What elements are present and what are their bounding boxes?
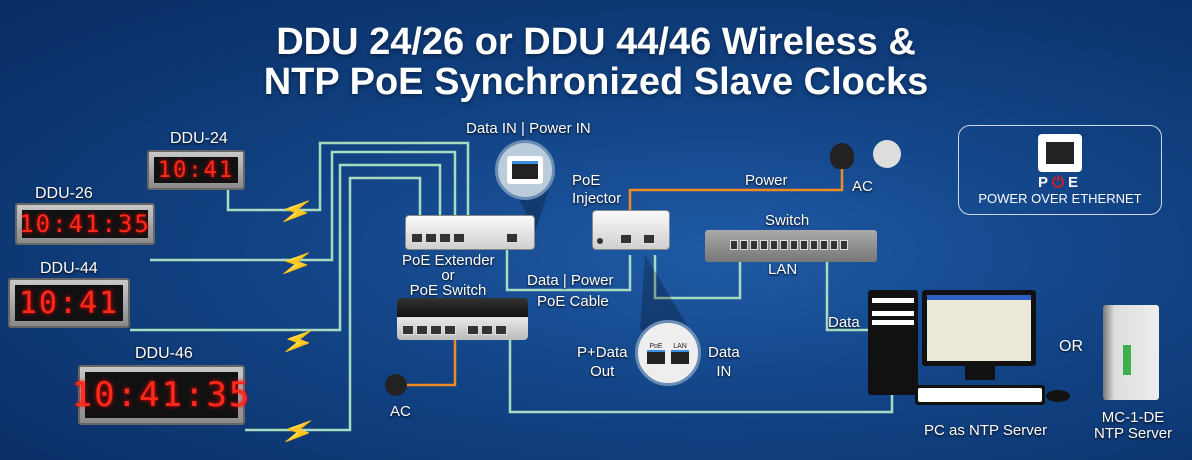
diagram-title: DDU 24/26 or DDU 44/46 Wireless & NTP Po… <box>0 22 1192 102</box>
ntp-software-screenshot <box>927 295 1031 361</box>
port-poe-label: PoE <box>649 342 663 350</box>
lan-cable <box>653 255 742 300</box>
poe-cable <box>505 250 632 292</box>
ac-plug-icon <box>385 374 407 396</box>
poe-p: P <box>1038 174 1053 191</box>
lan-label: LAN <box>768 261 798 278</box>
poe-extender-device <box>405 215 535 250</box>
ddu44-display: 10:41 <box>15 285 123 321</box>
or-text: or <box>441 267 455 284</box>
poe-extender-label: PoE Extender or PoE Switch <box>402 252 495 299</box>
pc-cable <box>508 340 894 414</box>
power-label: Power <box>745 172 788 189</box>
cable-ddu44 <box>130 163 442 332</box>
poe-injector-label: PoE Injector <box>572 172 621 208</box>
port-lan-label: LAN <box>673 342 687 350</box>
ddu24-clock: 10:41 <box>147 150 245 190</box>
data-label: Data <box>828 314 860 331</box>
lan-port-icon <box>671 349 689 364</box>
ddu26-display: 10:41:35 <box>19 210 151 238</box>
data-power-in-label: Data IN | Power IN <box>466 120 591 137</box>
cable-ddu46 <box>245 176 422 432</box>
poe-extender-text: PoE Extender <box>402 252 495 269</box>
mc1de-device-icon <box>1103 305 1159 400</box>
poe-injector-text-2: Injector <box>572 190 622 207</box>
pdata-text: P+Data <box>577 344 628 361</box>
poe-port-icon <box>647 349 665 364</box>
or-label: OR <box>1059 338 1083 355</box>
ac-cable-left <box>400 340 457 387</box>
poe-switch-device <box>397 298 528 340</box>
ac-right-label: AC <box>852 178 873 195</box>
cable-ddu24 <box>226 141 470 215</box>
rj45-port-icon <box>507 156 543 184</box>
data-text: Data <box>708 344 740 361</box>
cable-ddu26 <box>150 150 457 262</box>
rj45-magnifier <box>495 140 555 200</box>
poe-badge-text: POWER OVER ETHERNET <box>978 191 1142 206</box>
out-text: Out <box>590 363 615 380</box>
magnifier-cone-2 <box>640 255 690 330</box>
poe-badge: P⏻E POWER OVER ETHERNET <box>958 125 1162 215</box>
ddu44-label: DDU-44 <box>40 260 98 277</box>
in-text: IN <box>716 363 732 380</box>
poe-injector-text-1: PoE <box>572 172 601 189</box>
network-switch-device <box>705 230 877 262</box>
poe-rj45-icon <box>1038 134 1082 172</box>
mc1de-text: MC-1-DE <box>1101 409 1165 426</box>
ddu26-label: DDU-26 <box>35 185 93 202</box>
ddu46-display: 10:41:35 <box>72 372 249 418</box>
ddu46-clock: 10:41:35 <box>72 365 249 425</box>
pc-tower-icon <box>868 290 918 395</box>
ac-left-label: AC <box>390 403 411 420</box>
ac-plug-icon <box>830 143 854 169</box>
pc-monitor-icon <box>922 290 1036 366</box>
power-cable <box>628 168 844 210</box>
poe-cable-label: PoE Cable <box>537 293 609 310</box>
poe-e: E <box>1067 174 1082 191</box>
data-cable <box>825 262 870 332</box>
ddu24-display: 10:41 <box>154 157 238 183</box>
ddu44-clock: 10:41 <box>8 278 130 328</box>
ddu46-label: DDU-46 <box>135 345 193 362</box>
data-power-label: Data | Power <box>527 272 614 289</box>
ddu24-label: DDU-24 <box>170 130 228 147</box>
ac-socket-icon <box>873 140 901 168</box>
poe-injector-device <box>592 210 670 250</box>
monitor-stand <box>965 366 995 380</box>
poe-switch-text: PoE Switch <box>409 282 487 299</box>
power-icon: ⏻ <box>1052 174 1068 191</box>
keyboard-icon <box>915 385 1045 405</box>
injector-ports-magnifier: PoE LAN <box>635 320 701 386</box>
pc-server-label: PC as NTP Server <box>924 422 1048 439</box>
switch-label: Switch <box>765 212 810 229</box>
title-line-2: NTP PoE Synchronized Slave Clocks <box>263 61 929 103</box>
title-line-1: DDU 24/26 or DDU 44/46 Wireless & <box>276 21 916 63</box>
ntp-server-text: NTP Server <box>1094 425 1173 442</box>
ddu26-clock: 10:41:35 <box>15 203 155 245</box>
mouse-icon <box>1046 390 1070 402</box>
